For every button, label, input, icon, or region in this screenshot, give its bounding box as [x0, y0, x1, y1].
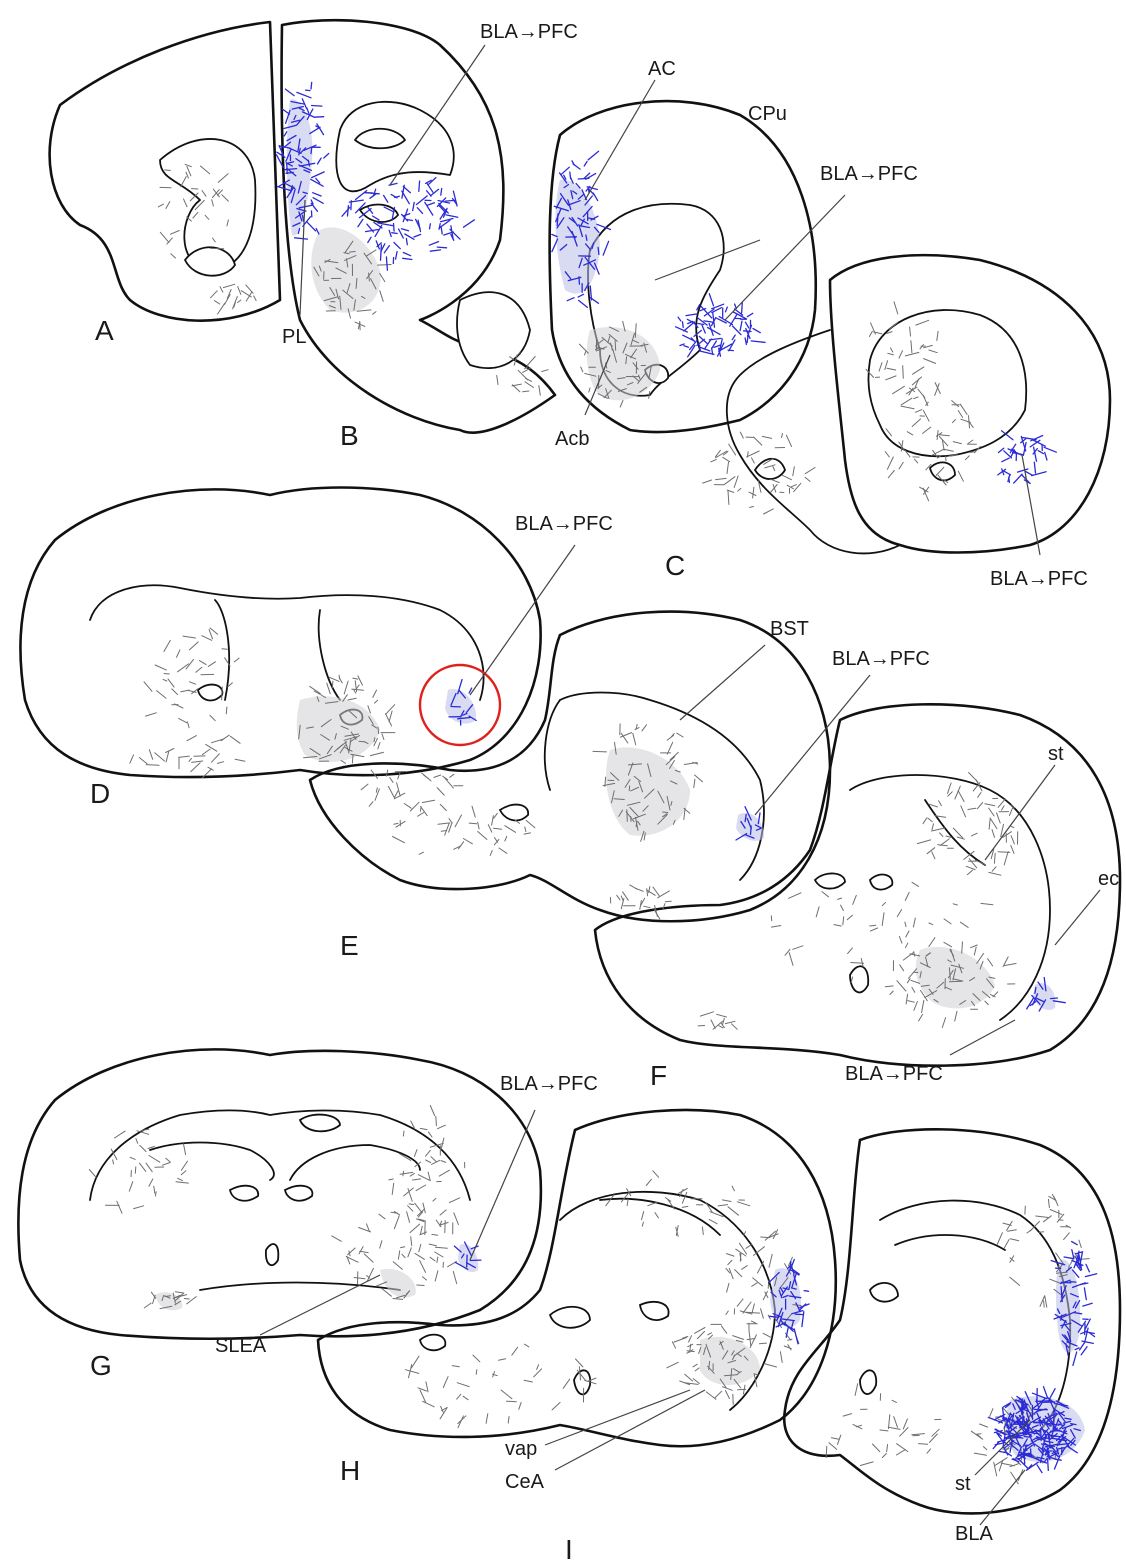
label-pl: PL [282, 326, 306, 348]
section-d [20, 488, 540, 778]
panel-letter-a: A [95, 315, 114, 346]
label-bla: BLA [955, 1523, 993, 1545]
label-st-f: st [1048, 743, 1064, 765]
label-cpu: CPu [748, 103, 787, 125]
label-ec: ec [1098, 868, 1119, 890]
panel-letter-b: B [340, 420, 359, 451]
section-f [595, 704, 1120, 1065]
label-bla-pfc-g: BLA→PFC [500, 1073, 598, 1095]
panel-letter-h: H [340, 1455, 360, 1486]
label-acb: Acb [555, 428, 589, 450]
label-vap: vap [505, 1438, 537, 1460]
label-slea: SLEA [215, 1335, 267, 1357]
section-e [310, 612, 830, 922]
section-i [784, 1129, 1120, 1513]
panel-letter-f: F [650, 1060, 667, 1091]
label-bla-pfc-e: BLA→PFC [832, 648, 930, 670]
label-st-i: st [955, 1473, 971, 1495]
label-bla-pfc-d: BLA→PFC [515, 513, 613, 535]
section-a [50, 22, 280, 321]
label-ac: AC [648, 58, 676, 80]
label-bla-pfc-c2: BLA→PFC [990, 568, 1088, 590]
label-cea: CeA [505, 1471, 545, 1493]
panel-letter-i: I [565, 1534, 573, 1559]
label-bla-pfc-c: BLA→PFC [820, 163, 918, 185]
section-g [18, 1049, 541, 1338]
panel-letter-c: C [665, 550, 685, 581]
panel-letter-d: D [90, 778, 110, 809]
panel-letter-g: G [90, 1350, 112, 1381]
label-bst: BST [770, 618, 809, 640]
panel-letter-e: E [340, 930, 359, 961]
label-bla-pfc-b: BLA→PFC [480, 21, 578, 43]
label-bla-pfc-f: BLA→PFC [845, 1063, 943, 1085]
